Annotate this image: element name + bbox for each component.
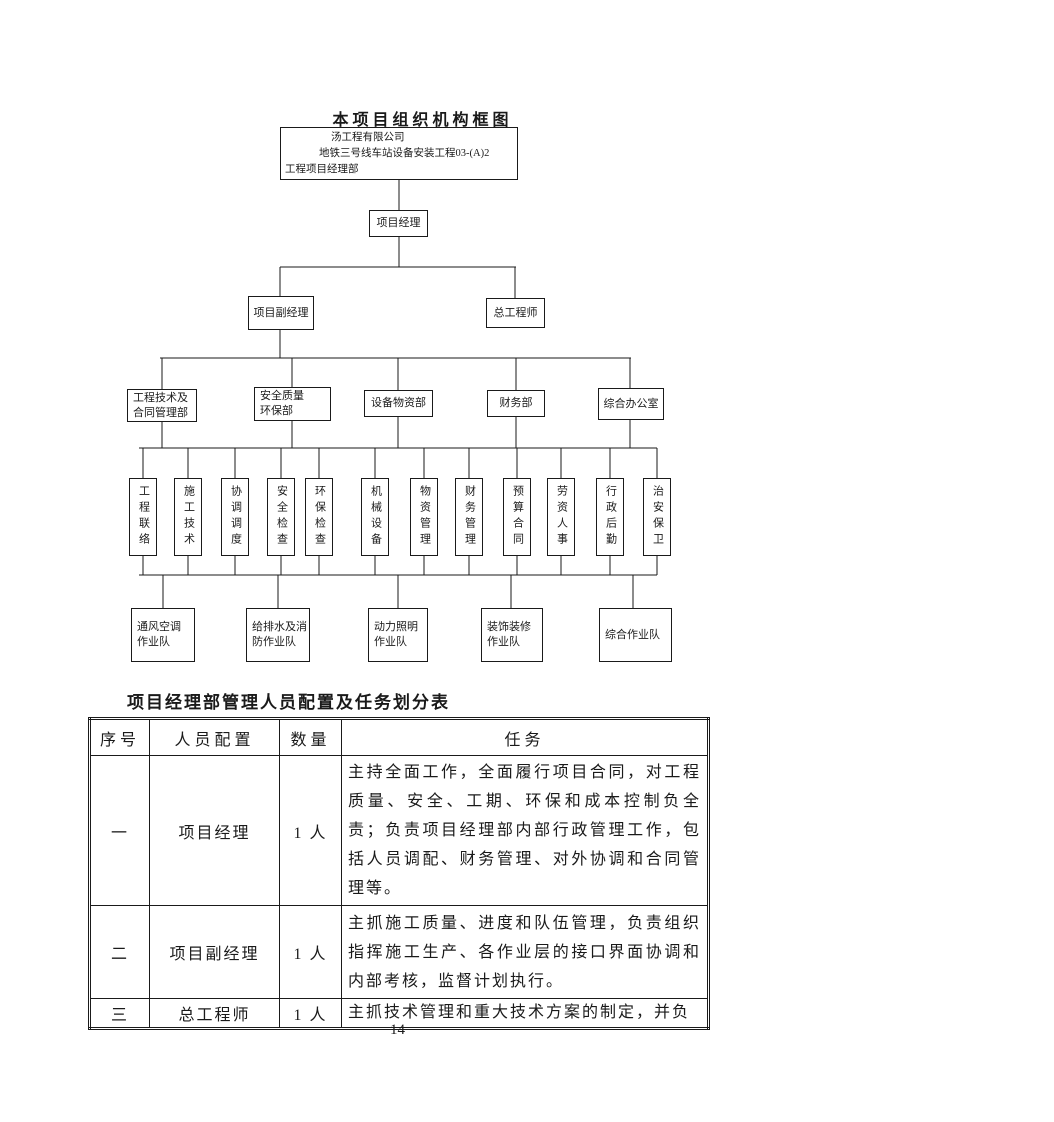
org-node-deputy-manager: 项目副经理 (248, 296, 314, 330)
org-node-dept-general-office: 综合办公室 (598, 388, 664, 420)
cell-role: 总工程师 (149, 998, 280, 1029)
table-row: 二 项目副经理 1 人 主抓施工质量、进度和队伍管理，负责组织指挥施工生产、各作… (89, 905, 709, 999)
org-node-fn-finance-management: 财务管理 (455, 478, 483, 556)
staffing-table: 序号 人员配置 数量 任务 一 项目经理 1 人 主持全面工作，全面履行项目合同… (88, 717, 710, 1030)
org-node-fn-materials-management: 物资管理 (410, 478, 438, 556)
org-node-project-manager: 项目经理 (369, 210, 428, 237)
org-node-fn-budget-contract: 预算合同 (503, 478, 531, 556)
org-node-fn-env-inspection: 环保检查 (305, 478, 333, 556)
org-node-team-hvac: 通风空调 作业队 (131, 608, 195, 662)
header-no: 序号 (89, 718, 150, 756)
cell-task: 主抓技术管理和重大技术方案的制定，并负 (341, 998, 709, 1029)
cell-role: 项目经理 (149, 755, 280, 906)
page-number: 14 (390, 1022, 405, 1038)
org-node-fn-safety-inspection: 安全检查 (267, 478, 295, 556)
cell-task: 主持全面工作，全面履行项目合同，对工程质量、安全、工期、环保和成本控制负全责；负… (341, 755, 709, 906)
org-node-fn-admin-logistics: 行政后勤 (596, 478, 624, 556)
org-chart-title: 本项目组织机构框图 (332, 112, 513, 129)
org-node-dept-finance: 财务部 (487, 390, 545, 417)
cell-no: 二 (89, 905, 150, 999)
header-task: 任务 (341, 718, 709, 756)
header-personnel: 人员配置 (149, 718, 280, 756)
org-node-chief-engineer: 总工程师 (486, 298, 545, 328)
cell-no: 一 (89, 755, 150, 906)
org-node-fn-security-guard: 治安保卫 (643, 478, 671, 556)
org-node-company-header: 汤工程有限公司 地铁三号线车站设备安装工程03-(A)2 工程项目经理部 (280, 127, 518, 180)
staffing-table-title: 项目经理部管理人员配置及任务划分表 (127, 693, 450, 712)
table-header-row: 序号 人员配置 数量 任务 (89, 718, 709, 756)
header-quantity: 数量 (279, 718, 342, 756)
cell-no: 三 (89, 998, 150, 1029)
company-dept: 工程项目经理部 (285, 164, 359, 175)
table-row: 一 项目经理 1 人 主持全面工作，全面履行项目合同，对工程质量、安全、工期、环… (89, 755, 709, 906)
cell-task: 主抓施工质量、进度和队伍管理，负责组织指挥施工生产、各作业层的接口界面协调和内部… (341, 905, 709, 999)
company-project: 地铁三号线车站设备安装工程03-(A)2 (319, 148, 490, 159)
cell-count: 1 人 (279, 905, 342, 999)
cell-count: 1 人 (279, 755, 342, 906)
org-node-fn-construction-tech: 施工技术 (174, 478, 202, 556)
org-node-team-general: 综合作业队 (599, 608, 672, 662)
table-row: 三 总工程师 1 人 主抓技术管理和重大技术方案的制定，并负 (89, 998, 709, 1029)
org-node-team-power-lighting: 动力照明 作业队 (368, 608, 428, 662)
cell-role: 项目副经理 (149, 905, 280, 999)
org-node-fn-labor-personnel: 劳资人事 (547, 478, 575, 556)
org-node-fn-engineering-liaison: 工程联络 (129, 478, 157, 556)
org-node-dept-engineering-contract: 工程技术及 合同管理部 (127, 389, 197, 422)
org-node-team-plumbing-fire: 给排水及消 防作业队 (246, 608, 310, 662)
org-node-fn-coordination-dispatch: 协调调度 (221, 478, 249, 556)
org-node-dept-equipment-materials: 设备物资部 (364, 390, 433, 417)
org-node-fn-machinery-equipment: 机械设备 (361, 478, 389, 556)
org-node-dept-safety-quality-env: 安全质量 环保部 (254, 387, 331, 421)
org-node-team-decoration: 装饰装修 作业队 (481, 608, 543, 662)
company-name: 汤工程有限公司 (331, 132, 405, 143)
